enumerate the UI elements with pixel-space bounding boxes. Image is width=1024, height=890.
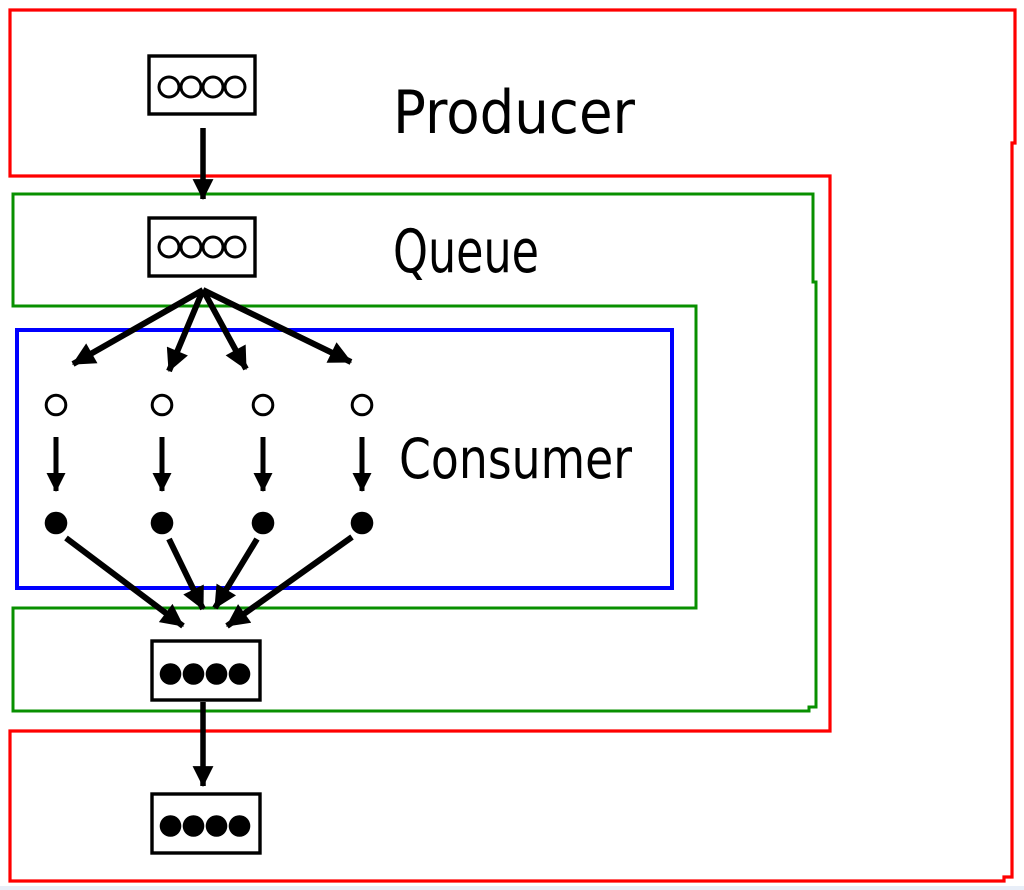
consumer-fanin-arrow: [212, 537, 260, 610]
output-buffer-box: [150, 792, 262, 855]
queue-fanout-arrow: [71, 287, 205, 367]
consumer-task-arrows: [46, 437, 372, 492]
task-empty-dot: [44, 393, 68, 417]
slot-empty: [179, 75, 203, 99]
producer-buffer-box: [147, 54, 257, 116]
producer-region-outline: [8, 8, 1017, 883]
queue-fanout-arrow: [200, 288, 249, 371]
collected-buffer: [150, 639, 262, 702]
queue-fanout-arrow: [201, 287, 353, 365]
queue-label: Queue: [393, 217, 539, 287]
queue-region-outline: [11, 192, 818, 713]
slot-empty: [179, 235, 203, 259]
slot-empty: [223, 75, 247, 99]
slot-empty: [157, 75, 181, 99]
slot-empty: [223, 235, 247, 259]
task-done-dot: [350, 511, 374, 535]
slot-filled: [228, 815, 251, 837]
consumer-region-outline: [15, 328, 674, 590]
slot-filled: [182, 815, 205, 837]
collected-buffer-box: [150, 639, 262, 702]
slot-empty: [201, 235, 225, 259]
producer-buffer: [147, 54, 257, 116]
consumer-fanin-arrow: [166, 537, 206, 611]
task-empty-dot: [350, 393, 374, 417]
queue-buffer-box: [147, 216, 257, 278]
producer-label: Producer: [393, 78, 635, 148]
slot-filled: [205, 663, 228, 685]
consumer-fanin-arrow: [225, 534, 354, 629]
task-done-dot: [44, 511, 68, 535]
bottom-edge-strip: [0, 886, 1024, 890]
task-done-dot: [251, 511, 275, 535]
task-done-dot: [150, 511, 174, 535]
slot-empty: [201, 75, 225, 99]
slot-filled: [205, 815, 228, 837]
slot-filled: [159, 663, 182, 685]
queue-fanout-arrows: [71, 287, 353, 373]
queue-buffer: [147, 216, 257, 278]
queue-fanout-arrow: [166, 288, 206, 373]
slot-empty: [157, 235, 181, 259]
slot-filled: [182, 663, 205, 685]
consumer-lanes: [44, 393, 374, 535]
consumer-label: Consumer: [399, 427, 632, 491]
task-empty-dot: [251, 393, 275, 417]
consumer-fanin-arrow: [64, 535, 185, 629]
consumer-fanin-arrows: [64, 534, 354, 629]
slot-filled: [159, 815, 182, 837]
slot-filled: [228, 663, 251, 685]
output-buffer: [150, 792, 262, 855]
task-empty-dot: [150, 393, 174, 417]
